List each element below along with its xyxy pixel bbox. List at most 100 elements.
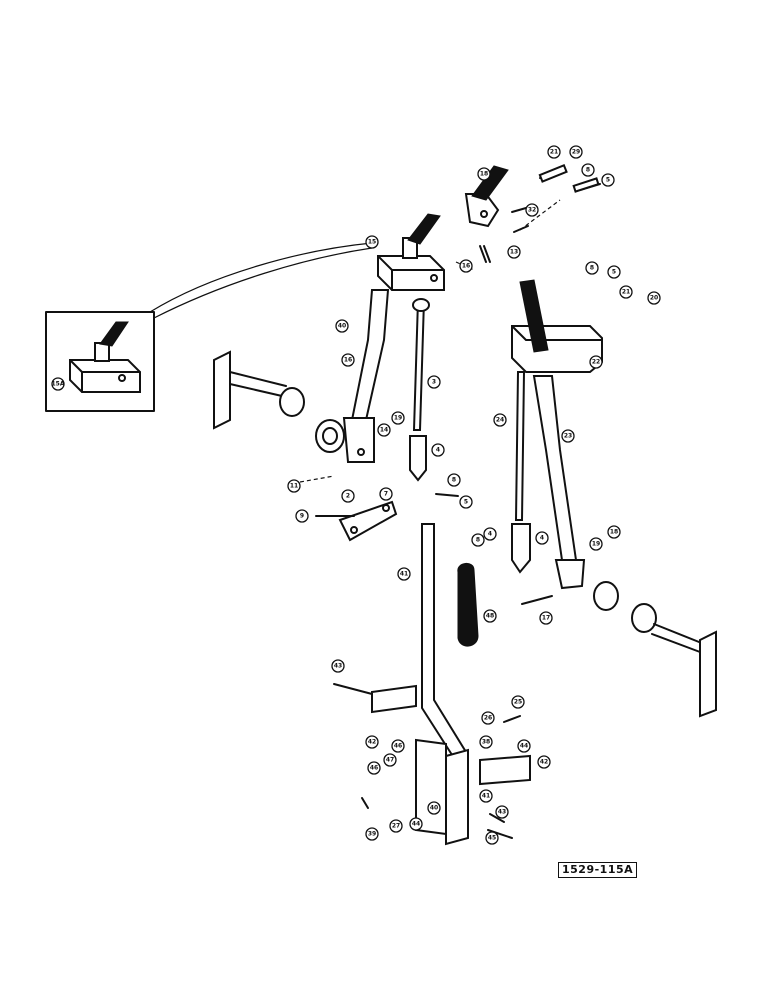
callout: 44 (409, 817, 423, 831)
callout: 8 (585, 261, 599, 275)
callout-label: 42 (368, 739, 376, 746)
callout: 40 (335, 319, 349, 333)
callout: 16 (459, 259, 473, 273)
callout: 4 (535, 531, 549, 545)
callout: 42 (365, 735, 379, 749)
callout-label: 40 (338, 323, 346, 330)
callout-label: 22 (592, 359, 600, 366)
lever-18 (464, 165, 509, 228)
callout-label: 26 (484, 715, 492, 722)
callout: 13 (507, 245, 521, 259)
callout-label: 20 (650, 295, 658, 302)
callout-label: 18 (480, 171, 488, 178)
callout-label: 42 (540, 759, 548, 766)
callout: 42 (537, 755, 551, 769)
shaft-right (521, 581, 717, 718)
callout: 8 (447, 473, 461, 487)
callout-label: 44 (412, 821, 420, 828)
callout-label: 18 (610, 529, 618, 536)
callout: 18 (477, 167, 491, 181)
callout: 7 (379, 487, 393, 501)
callout: 19 (391, 411, 405, 425)
callout: 45 (485, 831, 499, 845)
grip-48 (457, 563, 479, 647)
callout: 21 (619, 285, 633, 299)
callout: 41 (397, 567, 411, 581)
callout-label: 2 (346, 493, 350, 500)
callout: 27 (389, 819, 403, 833)
lever-16 (342, 289, 390, 463)
callout-label: 8 (590, 265, 594, 272)
callout: 11 (287, 479, 301, 493)
callout-label: 29 (572, 149, 580, 156)
callout: 17 (539, 611, 553, 625)
callout-label: 16 (344, 357, 352, 364)
callout-label: 45 (488, 835, 496, 842)
callout-label: 15A (52, 381, 65, 388)
mount-plates (333, 683, 531, 846)
callout-label: 8 (476, 537, 480, 544)
callout-label: 40 (430, 805, 438, 812)
callout-label: 4 (436, 447, 440, 454)
callout: 24 (493, 413, 507, 427)
callout-label: 21 (622, 289, 630, 296)
callout-label: 44 (520, 743, 528, 750)
callout-label: 14 (380, 427, 388, 434)
callout-label: 5 (606, 177, 610, 184)
callout-label: 48 (486, 613, 494, 620)
callout-label: 8 (452, 477, 456, 484)
callout: 14 (377, 423, 391, 437)
link-7 (299, 475, 459, 542)
callout-label: 13 (510, 249, 518, 256)
callout: 23 (561, 429, 575, 443)
callout: 8 (471, 533, 485, 547)
callout-label: 46 (394, 743, 402, 750)
lever-handle-22 (519, 279, 549, 353)
callout: 32 (525, 203, 539, 217)
callout-label: 43 (334, 663, 342, 670)
callout: 3 (427, 375, 441, 389)
callout: 38 (479, 735, 493, 749)
callout-label: 9 (300, 513, 304, 520)
rod-24 (511, 371, 531, 574)
callout: 21 (547, 145, 561, 159)
callout-label: 47 (386, 757, 394, 764)
callout-label: 41 (400, 571, 408, 578)
callout-label: 25 (514, 699, 522, 706)
callout: 46 (391, 739, 405, 753)
callout-label: 16 (462, 263, 470, 270)
callout: 48 (483, 609, 497, 623)
callout-label: 3 (432, 379, 436, 386)
callout: 39 (365, 827, 379, 841)
callout-label: 4 (488, 531, 492, 538)
callout-label: 43 (498, 809, 506, 816)
callout: 25 (511, 695, 525, 709)
inset-bracket (69, 359, 141, 393)
callout-label: 4 (540, 535, 544, 542)
drawing-number: 1529-115A (558, 862, 638, 878)
callout: 5 (607, 265, 621, 279)
callout: 26 (481, 711, 495, 725)
callout: 15 (365, 235, 379, 249)
callout: 19 (589, 537, 603, 551)
callout: 22 (589, 355, 603, 369)
callout: 5 (601, 173, 615, 187)
callout: 41 (479, 789, 493, 803)
callout: 47 (383, 753, 397, 767)
callout: 43 (495, 805, 509, 819)
callout: 16 (341, 353, 355, 367)
callout: 20 (647, 291, 661, 305)
rod-3 (409, 298, 430, 482)
callout-label: 41 (482, 793, 490, 800)
callout: 46 (367, 761, 381, 775)
callout-label: 19 (592, 541, 600, 548)
callout-label: 5 (464, 499, 468, 506)
callout: 18 (607, 525, 621, 539)
callout-label: 17 (542, 615, 550, 622)
lever-bracket-15 (377, 213, 445, 291)
callout: 44 (517, 739, 531, 753)
lever-bracket-22 (511, 279, 603, 373)
callout: 2 (341, 489, 355, 503)
callout-label: 39 (368, 831, 376, 838)
